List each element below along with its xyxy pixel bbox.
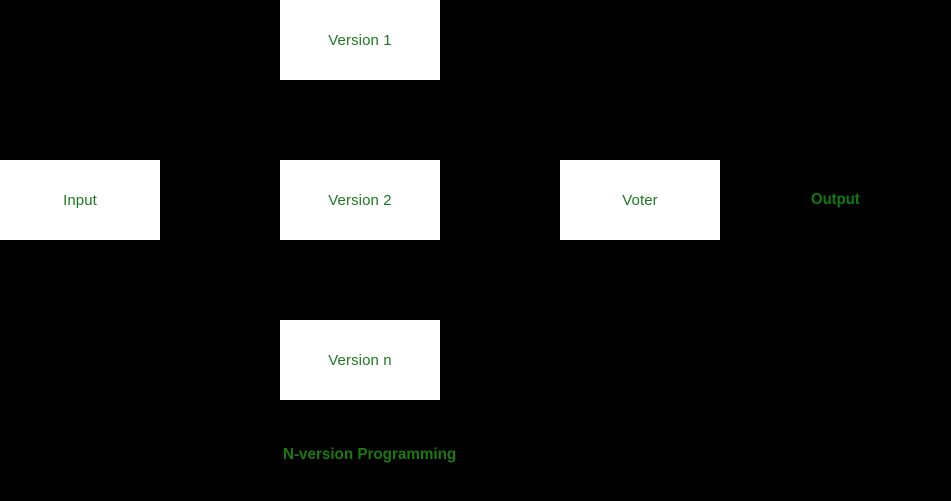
diagram-caption: N-version Programming — [283, 446, 457, 463]
edge-version-n-to-voter — [440, 195, 562, 361]
edge-input-to-version-1 — [160, 35, 282, 201]
edge-version-1-to-voter — [440, 39, 562, 205]
edge-input-to-version-n — [160, 199, 282, 365]
node-version-n-label: Version n — [328, 351, 392, 369]
node-input[interactable]: Input — [0, 160, 160, 240]
node-version-1-label: Version 1 — [328, 31, 392, 49]
node-version-2-label: Version 2 — [328, 191, 392, 209]
node-voter[interactable]: Voter — [560, 160, 720, 240]
node-version-n[interactable]: Version n — [280, 320, 440, 400]
node-version-2[interactable]: Version 2 — [280, 160, 440, 240]
node-version-1[interactable]: Version 1 — [280, 0, 440, 80]
node-voter-label: Voter — [622, 191, 658, 209]
node-input-label: Input — [63, 191, 97, 209]
node-output-label: Output — [811, 191, 860, 208]
